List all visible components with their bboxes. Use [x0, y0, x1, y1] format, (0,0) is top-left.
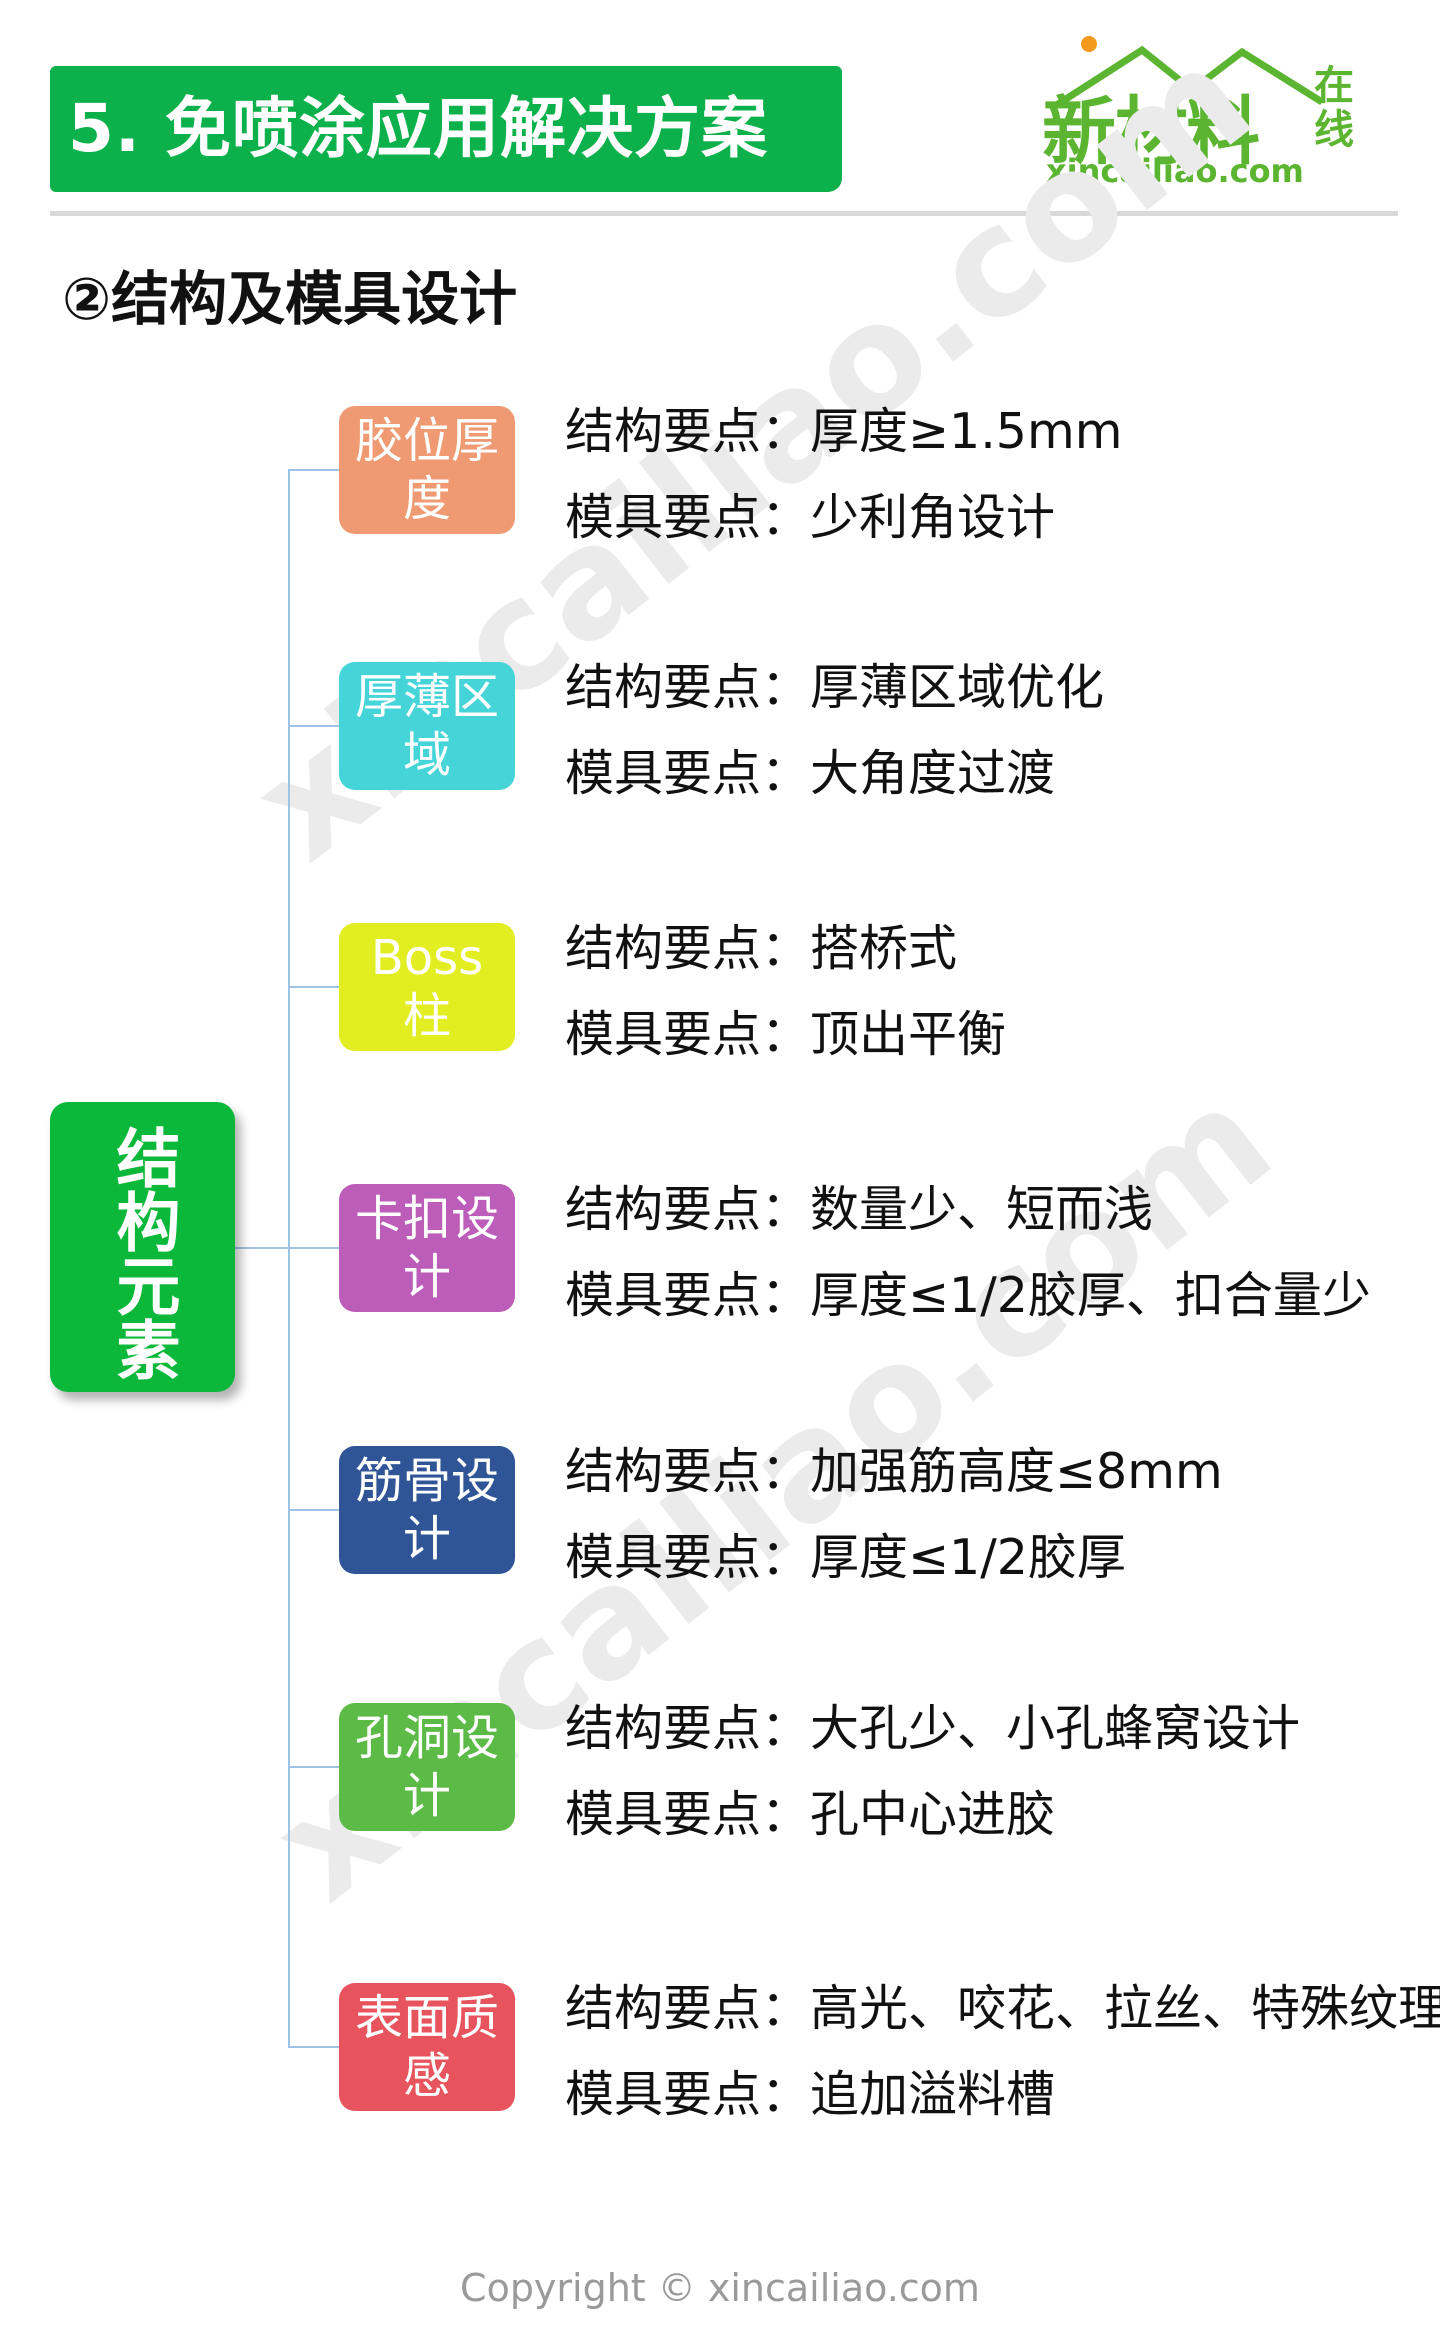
section-title: 5. 免喷涂应用解决方案 — [50, 66, 842, 192]
node-label: 筋骨设计 — [355, 1453, 500, 1567]
branch-line — [288, 2046, 340, 2048]
divider — [50, 211, 1398, 216]
branch-line — [288, 1766, 340, 1768]
mold-point: 模具要点：厚度≤1/2胶厚 — [565, 1529, 1126, 1586]
node-label-box: 孔洞设计 — [339, 1703, 515, 1831]
tree-trunk — [288, 470, 290, 2047]
structure-point: 结构要点：加强筋高度≤8mm — [565, 1443, 1223, 1500]
root-label: 结构元素 — [105, 1125, 180, 1381]
node-label: 厚薄区域 — [355, 669, 500, 783]
mold-point: 模具要点：追加溢料槽 — [565, 2066, 1056, 2123]
logo-text: 新材料 — [1042, 89, 1260, 175]
mold-point: 模具要点：少利角设计 — [565, 489, 1056, 546]
structure-point: 结构要点：大孔少、小孔蜂窝设计 — [565, 1700, 1301, 1757]
mold-point: 模具要点：孔中心进胶 — [565, 1786, 1056, 1843]
mold-point: 模具要点：厚度≤1/2胶厚、扣合量少 — [565, 1267, 1371, 1324]
node-label-box: 表面质感 — [339, 1983, 515, 2111]
tree-root-connector — [235, 1247, 289, 1249]
structure-point: 结构要点：高光、咬花、拉丝、特殊纹理 — [565, 1980, 1440, 2037]
mold-point: 模具要点：大角度过渡 — [565, 745, 1056, 802]
subtitle: ②结构及模具设计 — [62, 265, 518, 333]
root-node: 结构元素 — [50, 1102, 235, 1392]
mold-point: 模具要点：顶出平衡 — [565, 1006, 1007, 1063]
node-label-box: Boss柱 — [339, 923, 515, 1051]
node-label: 卡扣设计 — [355, 1191, 500, 1305]
structure-point: 结构要点：搭桥式 — [565, 920, 958, 977]
node-label-box: 卡扣设计 — [339, 1184, 515, 1312]
node-label-box: 胶位厚度 — [339, 406, 515, 534]
copyright: Copyright © xincailiao.com — [460, 2266, 980, 2310]
node-label-box: 厚薄区域 — [339, 662, 515, 790]
branch-line — [288, 1509, 340, 1511]
node-label: 表面质感 — [355, 1990, 500, 2104]
structure-point: 结构要点：厚薄区域优化 — [565, 659, 1105, 716]
node-label: 孔洞设计 — [355, 1710, 500, 1824]
logo: 新材料 在线 xincailiao.com — [1042, 30, 1362, 190]
structure-point: 结构要点：厚度≥1.5mm — [565, 403, 1123, 460]
node-label: Boss柱 — [370, 930, 484, 1044]
branch-line — [288, 725, 340, 727]
branch-line — [288, 1247, 340, 1249]
branch-line — [288, 986, 340, 988]
house-logo-icon — [1050, 36, 1324, 110]
branch-line — [288, 469, 340, 471]
logo-domain: xincailiao.com — [1046, 152, 1304, 190]
node-label-box: 筋骨设计 — [339, 1446, 515, 1574]
node-label: 胶位厚度 — [355, 413, 500, 527]
logo-side-text: 在线 — [1314, 63, 1354, 153]
structure-point: 结构要点：数量少、短而浅 — [565, 1181, 1154, 1238]
